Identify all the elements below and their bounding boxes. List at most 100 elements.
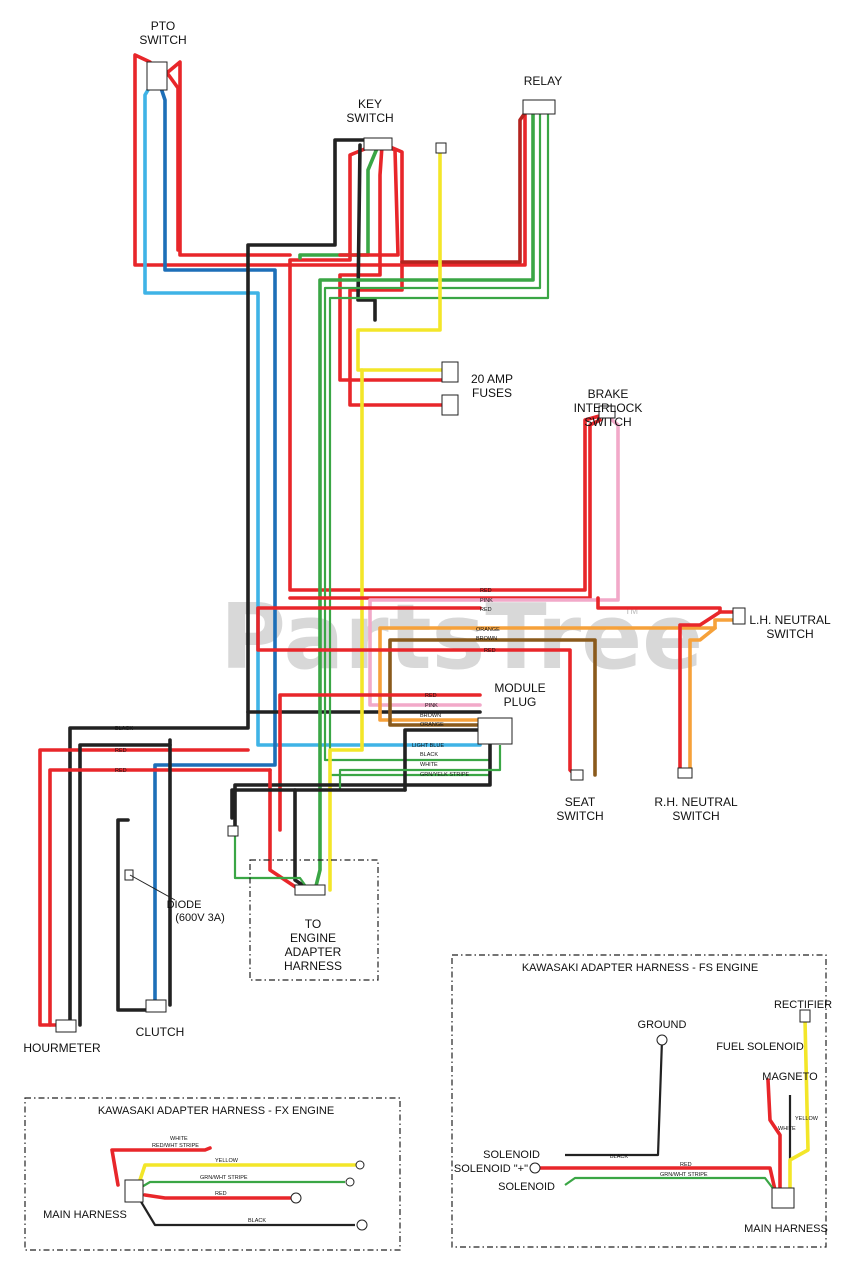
fs-wl-white: WHITE xyxy=(778,1126,796,1132)
trademark: TM xyxy=(625,606,638,616)
fs-grn-wht xyxy=(564,1176,779,1196)
yellow-connector xyxy=(435,142,447,154)
fs-solenoid2-label: SOLENOID xyxy=(498,1181,555,1193)
fx-harness-title: KAWASAKI ADAPTER HARNESS - FX ENGINE xyxy=(98,1105,334,1117)
fx-wl-red: RED xyxy=(215,1191,227,1197)
wl-pink-1: PINK xyxy=(480,598,493,604)
wl-black-2: BLACK xyxy=(115,726,133,732)
key-switch-label-2: SWITCH xyxy=(346,111,393,125)
fx-green-term xyxy=(345,1177,355,1187)
lh-red xyxy=(596,596,737,614)
fx-wl-grn-wht: GRN/WHT STRIPE xyxy=(200,1175,248,1181)
hour-black-2 xyxy=(78,738,172,1027)
brake-label-2: INTERLOCK xyxy=(574,401,643,415)
diode-symbol xyxy=(124,869,134,881)
fx-main-connector xyxy=(124,1179,144,1203)
fx-wl-white: WHITE xyxy=(170,1136,188,1142)
wl-grn-yelk: GRN/YELK STRIPE xyxy=(420,772,470,778)
seat-switch-label-1: SEAT xyxy=(565,795,596,809)
rh-neutral-label-1: R.H. NEUTRAL xyxy=(654,795,738,809)
wl-pink-2: PINK xyxy=(425,703,438,709)
lh-red-rh xyxy=(678,610,722,772)
seat-brown xyxy=(388,638,597,777)
relay-label: RELAY xyxy=(524,74,562,88)
fs-wl-yellow: YELLOW xyxy=(795,1116,819,1122)
clutch-connector xyxy=(145,999,167,1013)
key-black-short xyxy=(356,143,377,322)
brake-label-3: SWITCH xyxy=(584,415,631,429)
rh-neutral-label-2: SWITCH xyxy=(672,809,719,823)
fs-rectifier-term xyxy=(799,1009,811,1023)
diode-leader xyxy=(129,874,176,901)
clutch-label: CLUTCH xyxy=(136,1025,185,1039)
fuses-label-2: FUSES xyxy=(472,386,512,400)
pto-red-wire-right xyxy=(166,60,292,257)
pto-red-short xyxy=(163,68,180,252)
relay-connector xyxy=(522,99,556,115)
key-switch-label-1: KEY xyxy=(358,97,382,111)
wl-brown-2: BROWN xyxy=(420,713,441,719)
yellow-wire-down xyxy=(328,368,364,892)
wl-light-blue: LIGHT BLUE xyxy=(412,743,444,749)
fs-wl-grn-wht: GRN/WHT STRIPE xyxy=(660,1172,708,1178)
wl-red-5: RED xyxy=(115,748,127,754)
fs-harness: KAWASAKI ADAPTER HARNESS - FS ENGINE GRO… xyxy=(451,954,832,1248)
clutch-black-2 xyxy=(116,818,152,1012)
lh-neutral-label-1: L.H. NEUTRAL xyxy=(749,613,831,627)
fx-black xyxy=(139,1199,355,1227)
fs-main-connector xyxy=(771,1187,795,1209)
pto-light-blue-wire xyxy=(143,76,482,747)
wl-orange-2: ORANGE xyxy=(420,722,444,728)
engine-adapter-label-1: TO xyxy=(305,917,321,931)
module-black xyxy=(233,738,492,832)
fuses-label-1: 20 AMP xyxy=(471,372,513,386)
seat-switch-connector xyxy=(570,769,584,781)
eng-black-top xyxy=(230,788,407,820)
fs-yellow xyxy=(788,1018,810,1197)
engine-adapter-box xyxy=(249,859,379,981)
pto-blue-wire xyxy=(153,83,277,1007)
yellow-wire-top xyxy=(356,148,452,372)
wl-red-4: RED xyxy=(425,693,437,699)
lh-orange xyxy=(378,618,737,722)
engine-adapter-connector xyxy=(294,884,326,896)
fx-main-harness-label: MAIN HARNESS xyxy=(43,1209,127,1221)
lh-neutral-connector xyxy=(732,607,746,625)
watermark: PartsTree xyxy=(220,585,703,690)
fx-yellow xyxy=(138,1163,357,1182)
eng-red xyxy=(268,768,302,892)
wl-black-1: BLACK xyxy=(420,752,438,758)
pto-switch-connector xyxy=(146,61,168,91)
wl-orange-1: ORANGE xyxy=(476,627,500,633)
fs-ground-label: GROUND xyxy=(638,1019,687,1031)
diode-label-1: DIODE xyxy=(167,899,202,911)
rh-neutral-connector xyxy=(677,767,693,779)
fs-solenoid-plus-term xyxy=(529,1162,541,1174)
key-red-wire-3 xyxy=(348,144,452,407)
key-green-wire xyxy=(298,144,380,260)
fx-yellow-term xyxy=(355,1160,365,1170)
lh-orange-rh xyxy=(688,626,717,772)
main-harness-wires xyxy=(38,53,737,1027)
key-red-wire-brake xyxy=(288,144,605,592)
fs-rectifier-label: RECTIFIER xyxy=(774,999,832,1011)
relay-grn-wht-wire-2 xyxy=(328,112,550,777)
seat-switch-label-2: SWITCH xyxy=(556,809,603,823)
fx-harness: KAWASAKI ADAPTER HARNESS - FX ENGINE WHI… xyxy=(24,1097,401,1251)
fs-harness-box xyxy=(451,954,827,1248)
wl-red-2: RED xyxy=(480,607,492,613)
pto-switch-label-2: SWITCH xyxy=(139,33,186,47)
module-green xyxy=(338,745,502,790)
fx-wl-red-wht: RED/WHT STRIPE xyxy=(152,1143,199,1149)
fuse-2 xyxy=(441,394,459,416)
fs-harness-title: KAWASAKI ADAPTER HARNESS - FS ENGINE xyxy=(522,962,758,974)
hour-red-2 xyxy=(48,768,272,1027)
hourmeter-connector xyxy=(55,1019,77,1033)
fx-harness-box xyxy=(24,1097,401,1251)
pto-switch-label-1: PTO xyxy=(151,19,175,33)
fx-black-term xyxy=(356,1219,368,1231)
diode-label-2: (600V 3A) xyxy=(175,912,225,924)
fs-fuel-red xyxy=(766,1078,782,1192)
fs-magneto-label: MAGNETO xyxy=(762,1071,818,1083)
